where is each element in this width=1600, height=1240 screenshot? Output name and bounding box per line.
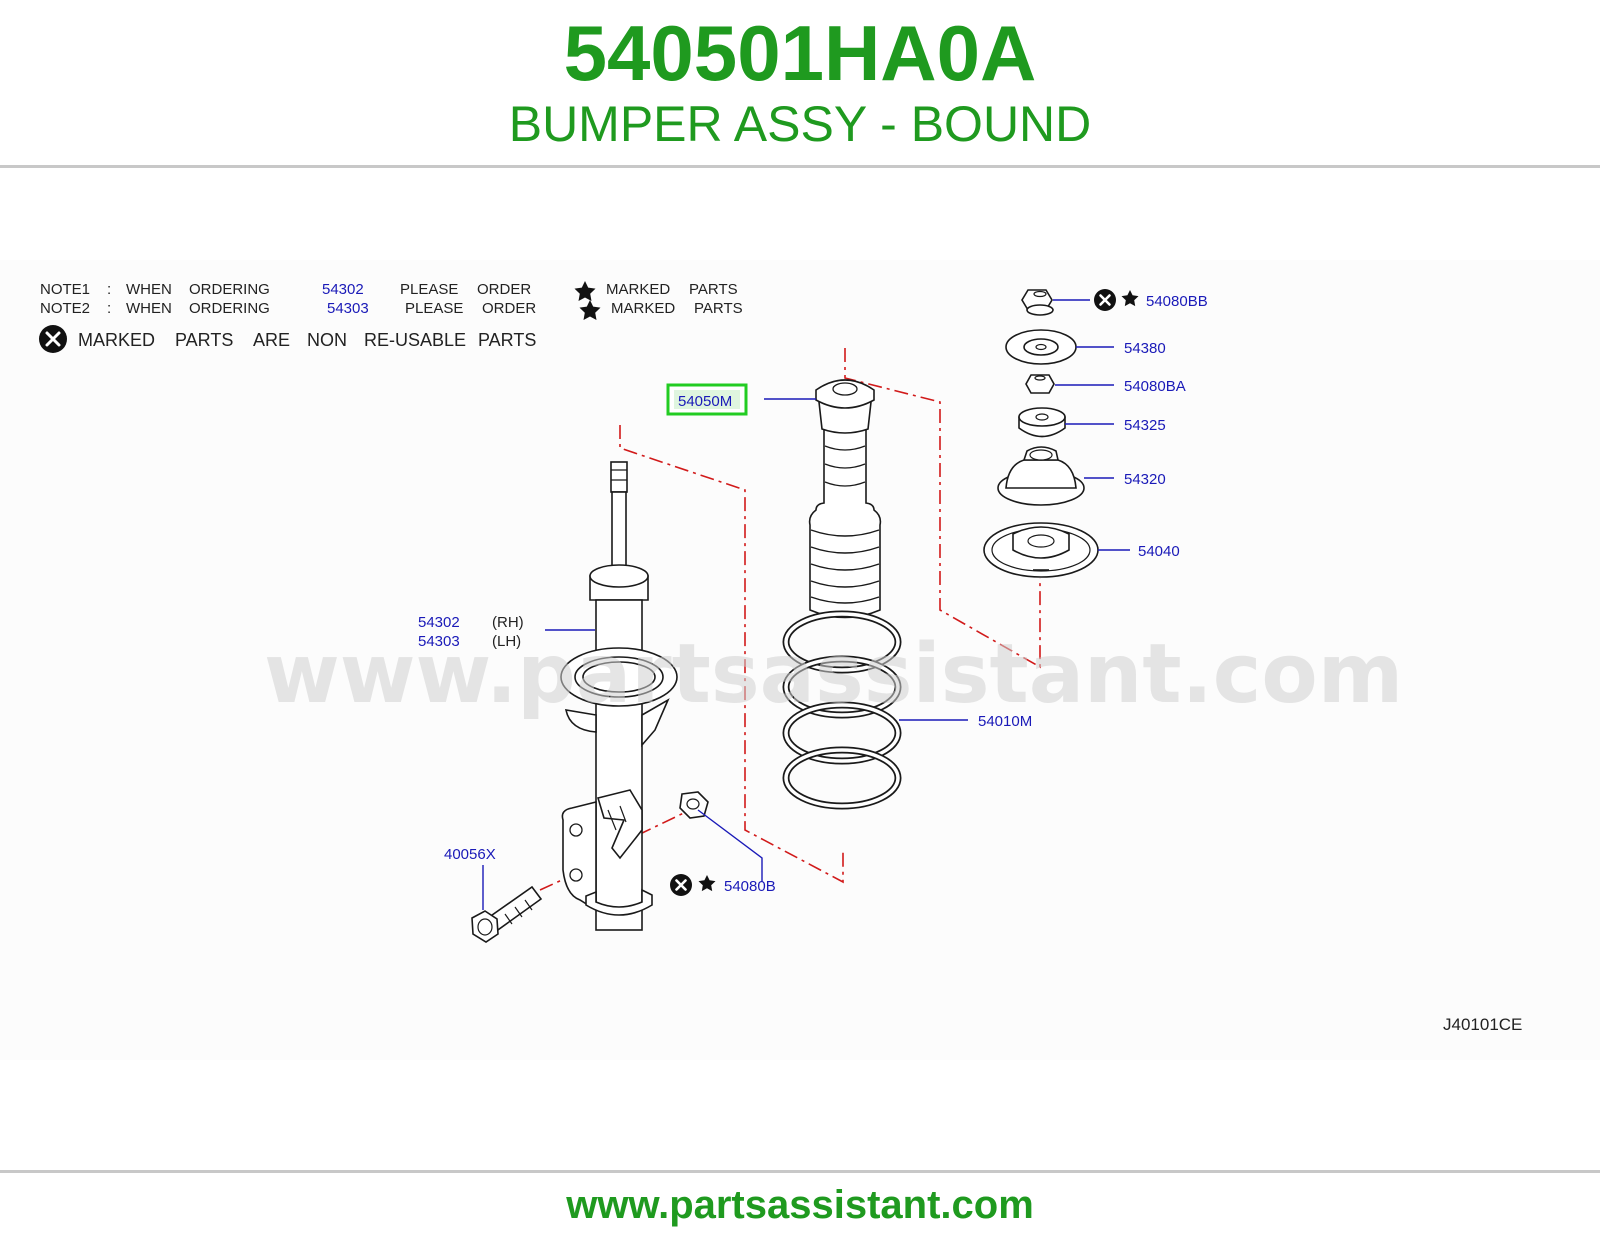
leader-54080B (697, 809, 763, 882)
callout-54080B[interactable]: 54080B (724, 878, 776, 895)
callout-54302-side: (RH) (492, 614, 524, 631)
coil-spring-54010M-part (782, 610, 902, 810)
note2-label: NOTE2 (40, 300, 90, 317)
assembly-guide-strut (619, 425, 844, 884)
footer-divider (0, 1170, 1600, 1173)
non-reusable-x-icon (1094, 289, 1116, 311)
strut-assembly-54302-part (560, 461, 678, 931)
highlight-fill (674, 390, 740, 409)
callout-54080BB[interactable]: 54080BB (1146, 293, 1208, 310)
legend-word-non: NON (307, 330, 347, 350)
note2-marked: MARKED (611, 300, 675, 317)
note1-ordering: ORDERING (189, 281, 270, 298)
note2-parts: PARTS (694, 300, 743, 317)
legend-word-are: ARE (253, 330, 290, 350)
note1-part-link[interactable]: 54302 (322, 281, 364, 298)
page-header: 540501HA0A BUMPER ASSY - BOUND (0, 0, 1600, 168)
non-reusable-x-icon (39, 325, 67, 353)
footer-url-link[interactable]: www.partsassistant.com (566, 1183, 1034, 1227)
note2-when: WHEN (126, 300, 172, 317)
part-number-title: 540501HA0A (563, 9, 1037, 97)
callout-54050M[interactable]: 54050M (678, 393, 732, 410)
header-divider (0, 165, 1600, 168)
non-reusable-legend: MARKED PARTS ARE NON RE-USABLE PARTS (39, 325, 536, 353)
callout-54380[interactable]: 54380 (1124, 340, 1166, 357)
diagram-code: J40101CE (1443, 1015, 1522, 1034)
callout-40056X[interactable]: 40056X (444, 846, 496, 863)
note1-line: NOTE1 : WHEN ORDERING 54302 PLEASE ORDER… (40, 281, 738, 301)
non-reusable-x-icon (670, 874, 692, 896)
note2-please: PLEASE (405, 300, 463, 317)
note2-ordering: ORDERING (189, 300, 270, 317)
callout-54302[interactable]: 54302 (418, 614, 460, 631)
note2-order: ORDER (482, 300, 536, 317)
callout-54010M[interactable]: 54010M (978, 713, 1032, 730)
bound-bumper-54050M-part (808, 379, 882, 619)
note1-when: WHEN (126, 281, 172, 298)
star-icon (698, 875, 716, 892)
callout-54050M-highlighted[interactable]: 54050M (666, 383, 748, 416)
bolt-40056X-part (471, 885, 543, 943)
legend-word-parts-2: PARTS (478, 330, 536, 350)
note2-part-link[interactable]: 54303 (327, 300, 369, 317)
assembly-guide-mount (844, 348, 1041, 669)
watermark-text: www.partsassistant.com (264, 627, 1403, 722)
legend-word-marked: MARKED (78, 330, 155, 350)
note1-sep: : (107, 281, 111, 298)
callout-54040[interactable]: 54040 (1138, 543, 1180, 560)
exploded-parts-diagram: NOTE1 : WHEN ORDERING 54302 PLEASE ORDER… (0, 260, 1600, 1060)
callout-54303[interactable]: 54303 (418, 633, 460, 650)
star-icon (1121, 290, 1139, 307)
callout-54320[interactable]: 54320 (1124, 471, 1166, 488)
nut-54080BB-part (1021, 289, 1054, 316)
legend-word-parts: PARTS (175, 330, 233, 350)
note1-parts: PARTS (689, 281, 738, 298)
callout-group-54080B: 54080B (670, 874, 776, 896)
note1-marked: MARKED (606, 281, 670, 298)
note2-sep: : (107, 300, 111, 317)
legend-word-reusable: RE-USABLE (364, 330, 466, 350)
callout-54303-side: (LH) (492, 633, 521, 650)
callout-54325[interactable]: 54325 (1124, 417, 1166, 434)
part-name-subtitle: BUMPER ASSY - BOUND (508, 96, 1092, 152)
callout-54080BA[interactable]: 54080BA (1124, 378, 1186, 395)
spring-seat-54040-part (983, 522, 1099, 578)
mount-insulator-54320-part (997, 446, 1085, 506)
note1-star-icon (574, 281, 596, 301)
assembly-guide-nut (637, 809, 691, 836)
note1-label: NOTE1 (40, 281, 90, 298)
washer-54380-part (1005, 329, 1077, 365)
note1-please: PLEASE (400, 281, 458, 298)
nut-54080BA-part (1025, 374, 1055, 394)
note2-star-icon (579, 300, 601, 320)
note1-order: ORDER (477, 281, 531, 298)
callout-group-54080BB: 54080BB (1094, 289, 1208, 311)
note2-line: NOTE2 : WHEN ORDERING 54303 PLEASE ORDER… (40, 300, 743, 320)
bushing-54325-part (1018, 407, 1066, 438)
